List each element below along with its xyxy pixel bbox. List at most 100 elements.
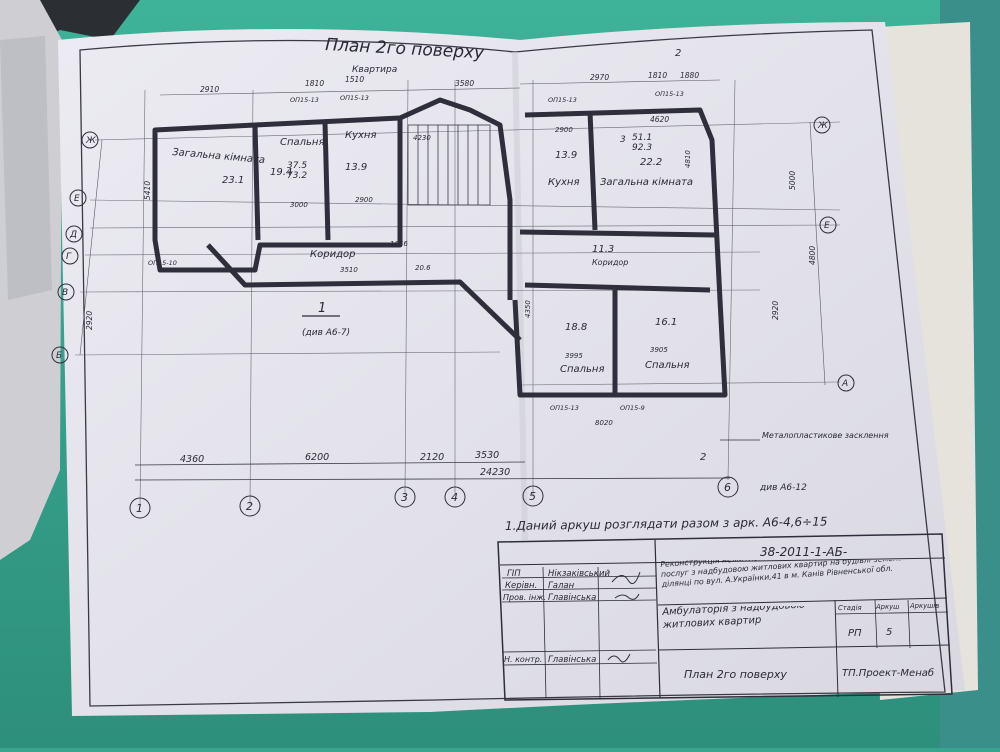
- axis-label: 6: [724, 481, 731, 494]
- axis-label: 5: [529, 490, 536, 503]
- role-label: Н. контр.: [504, 655, 542, 664]
- dim-total: 24230: [480, 467, 510, 478]
- dim-label: 3000: [290, 201, 308, 209]
- axis-label: А: [841, 379, 848, 389]
- doc-code: 38-2011-1-АБ-: [760, 545, 847, 559]
- dim-label: 2970: [590, 73, 609, 82]
- role-name: Нікзаківський: [548, 569, 610, 579]
- opening-mark: ОП15-13: [550, 404, 579, 412]
- dim-label: 4620: [650, 115, 669, 124]
- title-block-text: 38-2011-1-АБ- ГІП Нікзаківський Керівн. …: [503, 545, 847, 665]
- walls-left: [152, 97, 522, 342]
- sheet-note: 1.Даний аркуш розглядати разом з арк. А6…: [505, 514, 828, 533]
- room-name: Кухня: [345, 130, 377, 141]
- project-desc-box: Реконструкція нежитлового приміщення для…: [660, 560, 927, 589]
- room-area: 13.9: [345, 162, 367, 173]
- section-refs: 1 (див А6-7) 2 2 див А6-12 Металопластик…: [302, 48, 889, 493]
- role-label: Керівн.: [505, 581, 537, 591]
- room-name: Спальня: [280, 137, 325, 148]
- opening-mark: ОП15-13: [340, 94, 369, 102]
- sheet-title-box: Амбулаторія з надбудовою житлових кварти…: [662, 606, 806, 631]
- dim-label: 4810: [684, 150, 692, 168]
- role-name: Галан: [548, 581, 575, 591]
- dim-label: 5000: [788, 171, 797, 190]
- opening-marks: ОП15-13 ОП15-13 ОП15-13 ОП15-13 ОП15-10 …: [148, 90, 684, 412]
- dim-line-top: [519, 79, 721, 85]
- room-name: Загальна кімната: [600, 176, 693, 188]
- dim-label: 2900: [355, 196, 373, 204]
- room-area: 13.9: [555, 150, 577, 161]
- axis-label: 2: [246, 500, 253, 513]
- opening-mark: ОП15-9: [620, 404, 645, 412]
- plan-subtitle: Квартира: [352, 65, 397, 75]
- apt-number: 3: [620, 135, 626, 145]
- drawing-sheet: [58, 22, 965, 716]
- dim-label: 4350: [524, 300, 532, 318]
- room-name: Коридор: [310, 249, 355, 260]
- axis-label: Б: [56, 351, 62, 361]
- room-area: 11.3: [592, 244, 614, 255]
- dim-label: 4800: [808, 246, 817, 265]
- dim-line-bottom-total: [134, 477, 731, 481]
- folder-shadow: [0, 36, 52, 300]
- dim-label: 1810: [648, 71, 667, 80]
- room-area: 19.4: [270, 167, 292, 178]
- axis-label: Ж: [817, 121, 828, 131]
- axis-bubbles-letters: Ж Е Д Г В Б Ж Е А: [51, 116, 855, 392]
- glazing-label: Металопластикове засклення: [762, 431, 889, 440]
- room-name: Спальня: [560, 364, 605, 375]
- dim-label: 3510: [340, 266, 358, 274]
- dim-line-left: [79, 139, 103, 356]
- dim-label: 1510: [345, 75, 364, 84]
- axis-label: 4: [451, 491, 458, 504]
- room-name: Коридор: [592, 258, 628, 267]
- axis-label: 1: [136, 502, 143, 515]
- dim-label: 3580: [455, 79, 474, 88]
- axis-label: Е: [824, 221, 830, 231]
- opening-mark: ОП15-13: [655, 90, 684, 98]
- apt-area: 73.2: [287, 171, 307, 181]
- title-block-cells: План 2го поверху Стадія Аркуш Аркушів РП…: [684, 602, 939, 681]
- org-name: ТП.Проект-Менаб: [842, 667, 934, 679]
- view-mark: 1: [318, 301, 326, 316]
- dim-label: 1810: [305, 79, 324, 88]
- stage-label: Стадія: [838, 604, 862, 612]
- room-area: 16.1: [655, 317, 677, 328]
- axis-label: 3: [401, 491, 408, 504]
- apt-area: 37.5: [287, 161, 307, 171]
- dim-label: 3995: [565, 352, 583, 360]
- dim-label: 4360: [180, 454, 204, 465]
- misc-dimensions: 3000 2900 3510 3995 3905 4350 2900 1656 …: [290, 126, 692, 427]
- axis-label: Е: [74, 194, 80, 204]
- side-dimensions: 5410 2920 5000 4800 2920: [85, 171, 817, 330]
- dim-label: 5410: [143, 181, 152, 200]
- signature: [607, 653, 631, 663]
- room-name: Спальня: [645, 360, 690, 371]
- dim-label: 2120: [420, 452, 444, 463]
- axis-bubbles-bottom: 1 2 3 4 5 6: [129, 476, 739, 519]
- dim-label: 6200: [305, 452, 329, 463]
- stage-value: РП: [848, 628, 862, 639]
- dim-label: 1880: [680, 71, 699, 80]
- apt-area: 51.1: [632, 133, 652, 143]
- role-label: Пров. інж.: [503, 593, 546, 602]
- stair: [407, 124, 491, 206]
- dim-label: 2900: [555, 126, 573, 134]
- opening-mark: ОП15-10: [148, 259, 177, 267]
- top-dimensions: 2910 1810 1510 3580 2970 1810 1880 4620: [200, 71, 699, 124]
- axis-label: Ж: [85, 136, 96, 146]
- section-mark: 2: [675, 48, 681, 59]
- sheet-number: 5: [886, 627, 892, 638]
- role-name: Главінська: [548, 593, 596, 603]
- title-block: [497, 533, 953, 701]
- dim-label: 3530: [475, 450, 499, 461]
- sheet-label: Аркуш: [875, 603, 899, 611]
- room-name: Кухня: [548, 177, 580, 188]
- sheet-title: Амбулаторія з надбудовою житлових кварти…: [662, 606, 806, 631]
- axis-label: В: [62, 288, 68, 298]
- dim-line-top: [159, 87, 521, 96]
- dim-label: 2910: [200, 85, 219, 94]
- ref-bottom: див А6-12: [759, 483, 807, 493]
